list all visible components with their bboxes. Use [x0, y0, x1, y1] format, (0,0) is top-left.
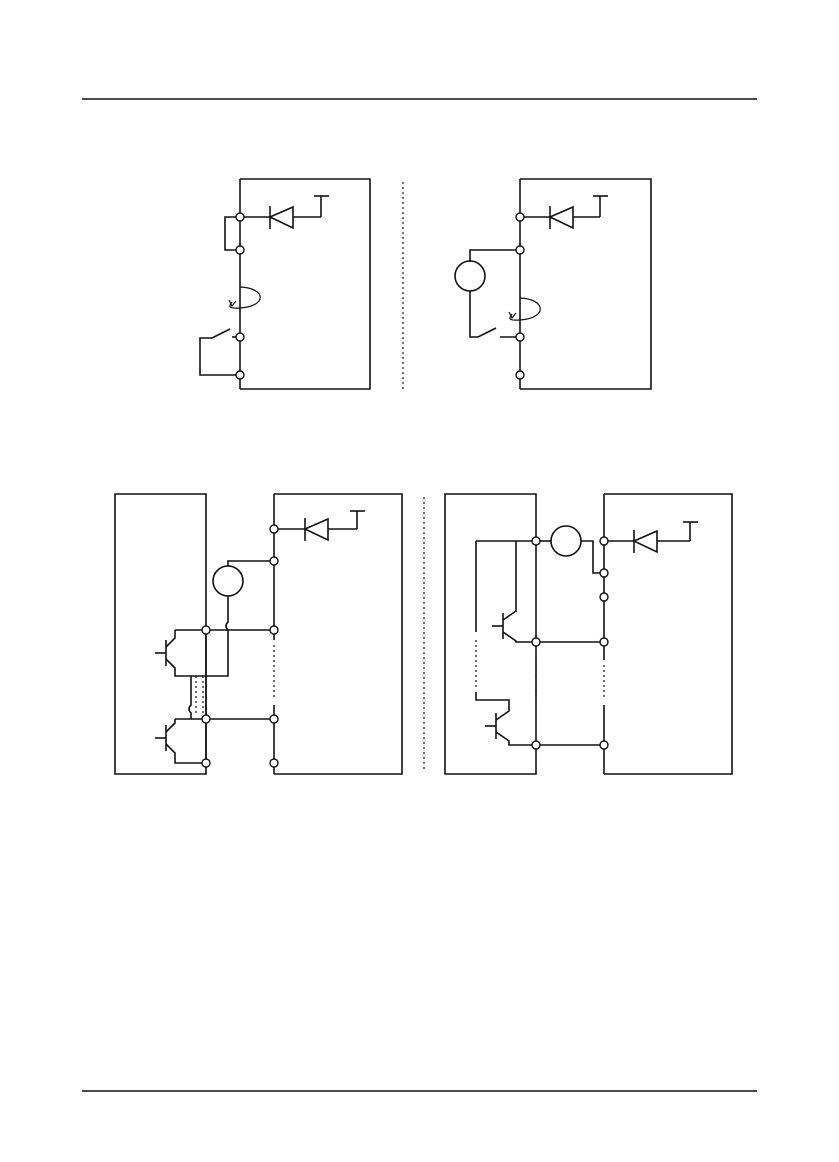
- terminal-icon: [600, 593, 608, 601]
- terminal-icon: [270, 525, 278, 533]
- inverter-terminal-box: [604, 494, 732, 774]
- npn-transistor-icon: [155, 630, 178, 676]
- diode-icon: [634, 530, 657, 553]
- diode-icon: [270, 206, 293, 229]
- switch-icon: [200, 329, 240, 375]
- terminal-icon: [600, 537, 608, 545]
- terminal-icon: [516, 246, 524, 254]
- terminal-icon: [236, 333, 244, 341]
- inverter-terminal-box: [240, 179, 370, 389]
- power-supply-icon: [551, 526, 581, 556]
- diagram-npn-open-collector-input: [115, 494, 402, 774]
- terminal-icon: [600, 638, 608, 646]
- diagram-contact-input-sink: [200, 179, 370, 389]
- terminal-icon: [516, 213, 524, 221]
- terminal-icon: [516, 333, 524, 341]
- terminal-icon: [600, 569, 608, 577]
- terminal-icon: [270, 759, 278, 767]
- terminal-icon: [270, 557, 278, 565]
- terminal-icon: [202, 715, 210, 723]
- terminal-icon: [202, 626, 210, 634]
- external-device-box: [445, 494, 536, 774]
- terminal-icon: [600, 741, 608, 749]
- switch-icon: [478, 328, 520, 337]
- terminal-icon: [270, 715, 278, 723]
- current-loop-arrow-icon: [229, 287, 260, 308]
- terminal-icon: [236, 246, 244, 254]
- terminal-icon: [516, 371, 524, 379]
- inverter-terminal-box: [520, 179, 651, 389]
- terminal-icon: [532, 741, 540, 749]
- terminal-icon: [202, 759, 210, 767]
- diagram-contact-input-source: [455, 179, 651, 389]
- diode-icon: [305, 518, 328, 541]
- terminal-icon: [270, 626, 278, 634]
- terminal-icon: [532, 638, 540, 646]
- current-loop-arrow-icon: [509, 298, 540, 320]
- diagram-pnp-open-collector-input: [445, 494, 732, 774]
- inverter-terminal-box: [274, 494, 402, 774]
- power-supply-icon: [213, 566, 243, 596]
- power-supply-icon: [455, 261, 485, 291]
- npn-transistor-icon: [155, 719, 206, 763]
- terminal-icon: [532, 537, 540, 545]
- terminal-icon: [236, 371, 244, 379]
- pnp-transistor-icon: [492, 611, 536, 642]
- jumper-wire: [225, 217, 240, 250]
- external-device-box: [115, 494, 206, 774]
- diode-icon: [550, 206, 573, 229]
- pnp-transistor-icon: [485, 700, 536, 745]
- terminal-icon: [236, 213, 244, 221]
